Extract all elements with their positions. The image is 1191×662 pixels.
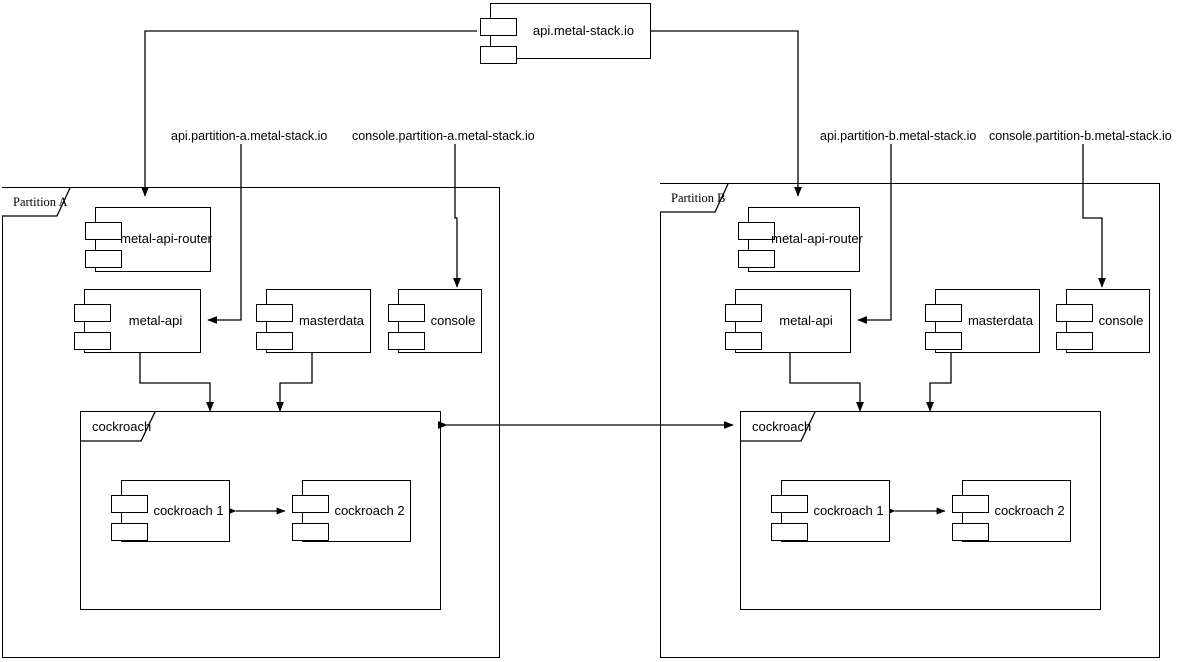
component-console-partition-b[interactable]: console [1056,289,1150,353]
component-label: metal-api-router [771,231,863,247]
wire-api-partition-a-to-metal-api [207,144,242,324]
component-tab-upper [725,304,762,322]
component-tab-lower [771,523,808,541]
partition-a-label: Partition A [13,194,68,209]
component-metal-api-router-partition-b[interactable]: metal-api-router [738,207,863,272]
wire-root-to-partition-a-router [141,30,477,197]
component-tab-upper [771,495,808,513]
cockroach-label-tab-partition-a: cockroach [81,412,153,440]
cockroach-label: cockroach [752,418,812,434]
component-tab-upper [111,495,148,513]
component-metal-api-partition-a[interactable]: metal-api [74,289,201,353]
component-label: cockroach 1 [153,502,224,518]
wire-masterdata-a-to-cockroach [276,353,313,412]
component-tab-lower [256,332,293,350]
component-label: metal-api-router [120,231,212,247]
wire-console-partition-b-to-console [1082,144,1106,288]
component-tab-upper [388,304,425,322]
component-tab-upper [74,304,111,322]
component-cockroach-2-partition-b[interactable]: cockroach 2 [952,480,1071,542]
component-metal-api-partition-b[interactable]: metal-api [725,289,851,353]
component-tab-upper [85,222,122,240]
component-tab-lower [1056,332,1093,350]
partition-b-container [660,183,1160,658]
component-label: masterdata [967,312,1034,328]
partition-b-label-tab: Partition B [660,184,726,212]
component-tab-lower [85,250,122,268]
component-tab-lower [388,332,425,350]
edge-label-api-partition-a: api.partition-a.metal-stack.io [171,129,328,143]
partition-a-tab-outline [2,188,71,217]
component-tab-lower [952,523,989,541]
component-label: metal-api [128,312,183,328]
component-cockroach-2-partition-a[interactable]: cockroach 2 [292,480,411,542]
edge-label-console-partition-a: console.partition-a.metal-stack.io [352,129,535,143]
cockroach-label-tab-partition-b: cockroach [741,412,813,440]
component-label: console [430,312,476,328]
component-tab-lower [111,523,148,541]
component-tab-lower [292,523,329,541]
component-label: masterdata [298,312,365,328]
component-tab-upper [256,304,293,322]
partition-b-label: Partition B [671,190,726,205]
component-tab-upper [738,222,775,240]
component-console-partition-a[interactable]: console [388,289,482,353]
component-tab-lower [738,250,775,268]
component-cockroach-1-partition-b[interactable]: cockroach 1 [771,480,890,542]
wire-masterdata-b-to-cockroach [926,353,952,412]
component-tab-upper [925,304,962,322]
component-masterdata-partition-b[interactable]: masterdata [925,289,1040,353]
partition-a-container [2,187,500,658]
edge-label-console-partition-b: console.partition-b.metal-stack.io [989,129,1172,143]
wire-metal-api-a-to-cockroach [139,353,214,412]
partition-b-tab-outline [660,184,729,213]
component-cockroach-1-partition-a[interactable]: cockroach 1 [111,480,230,542]
wire-metal-api-b-to-cockroach [789,353,864,412]
component-label: console [1098,312,1144,328]
component-tab-upper [480,18,517,36]
edge-label-api-partition-b: api.partition-b.metal-stack.io [820,129,977,143]
wire-root-to-partition-b-router [651,30,802,197]
component-api-metal-stack-io[interactable]: api.metal-stack.io [480,3,651,64]
component-tab-lower [74,332,111,350]
cockroach-container-partition-a [80,411,441,610]
component-tab-lower [925,332,962,350]
component-label: cockroach 2 [994,502,1065,518]
cockroach-label: cockroach [92,418,152,434]
cockroach-b-tab-outline [741,412,816,442]
component-masterdata-partition-a[interactable]: masterdata [256,289,371,353]
component-label: cockroach 1 [813,502,884,518]
component-tab-upper [1056,304,1093,322]
component-tab-upper [952,495,989,513]
component-label: cockroach 2 [334,502,405,518]
component-tab-lower [725,332,762,350]
wire-api-partition-b-to-metal-api [857,144,892,324]
wire-console-partition-a-to-console [453,144,461,288]
component-label: api.metal-stack.io [532,22,635,38]
component-tab-lower [480,46,517,64]
partition-a-label-tab: Partition A [2,188,68,216]
component-metal-api-router-partition-a[interactable]: metal-api-router [85,207,212,272]
cockroach-container-partition-b [740,411,1101,610]
component-label: metal-api [779,312,833,328]
component-tab-upper [292,495,329,513]
cockroach-a-tab-outline [81,412,156,442]
